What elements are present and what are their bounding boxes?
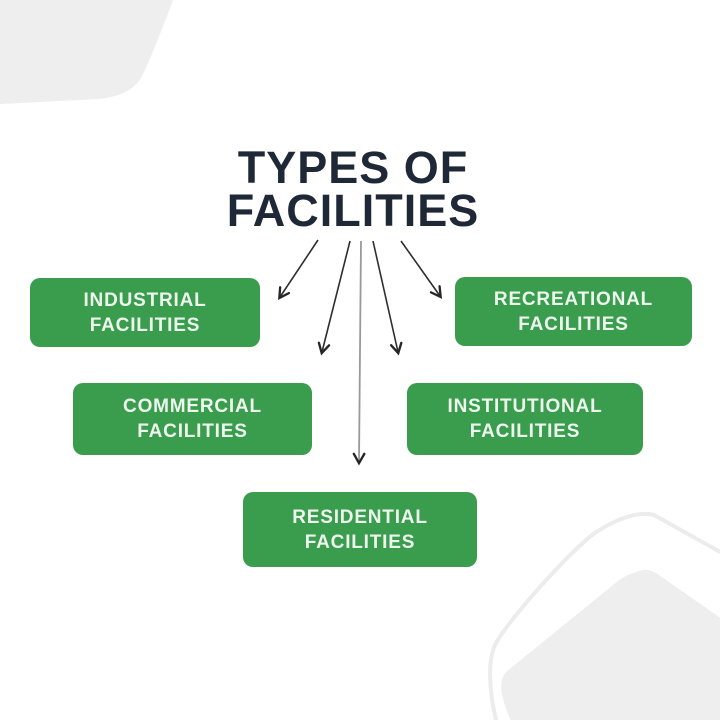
node-label-line1: INSTITUTIONAL	[447, 396, 603, 417]
node-residential-facilities: RESIDENTIAL FACILITIES	[243, 492, 477, 567]
node-commercial-facilities: COMMERCIAL FACILITIES	[73, 383, 312, 455]
node-industrial-facilities: INDUSTRIAL FACILITIES	[30, 278, 260, 347]
arrow-to-recreational	[400, 240, 440, 296]
node-label-line2: FACILITIES	[518, 313, 629, 335]
node-label-line2: FACILITIES	[469, 421, 581, 442]
arrow-to-industrial	[280, 239, 319, 297]
page-title-line2: FACILITIES	[226, 185, 480, 236]
node-recreational-facilities: RECREATIONAL FACILITIES	[455, 277, 692, 346]
node-label-line1: INDUSTRIAL	[83, 289, 207, 311]
bottom-right-hexagon-outline	[488, 511, 720, 720]
node-label-line1: RESIDENTIAL	[292, 506, 428, 528]
arrow-to-residential	[359, 240, 361, 462]
node-label-line2: FACILITIES	[137, 421, 248, 442]
node-label-line1: RECREATIONAL	[493, 288, 654, 310]
arrow-to-institutional	[372, 240, 398, 352]
arrow-to-commercial	[322, 240, 351, 352]
node-label-line2: FACILITIES	[304, 531, 416, 553]
page-title: TYPES OF FACILITIES	[0, 142, 713, 236]
bottom-right-hexagon-shape	[501, 569, 720, 720]
node-label-line2: FACILITIES	[89, 314, 201, 336]
node-label-line1: COMMERCIAL	[123, 396, 262, 417]
node-institutional-facilities: INSTITUTIONAL FACILITIES	[407, 383, 643, 455]
top-left-blob-shape	[0, 0, 173, 104]
page-title-line1: TYPES OF	[237, 142, 469, 193]
